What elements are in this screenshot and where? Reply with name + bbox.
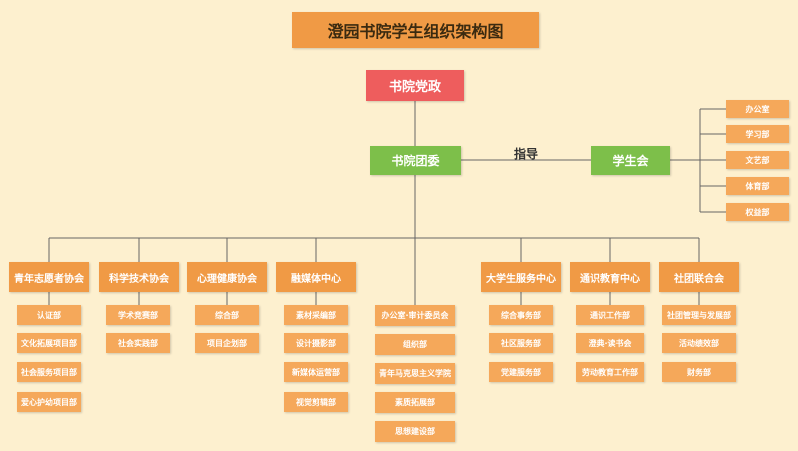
org-mental-health-association: 心理健康协会 [187,262,267,292]
dept-box: 社团管理与发展部 [662,305,736,325]
dept-box: 认证部 [17,305,81,325]
student-union-box: 学生会 [591,146,670,175]
dept-box: 文化拓展项目部 [17,333,81,353]
league-dept-box: 组织部 [375,334,455,355]
student-union-dept: 学习部 [726,125,789,143]
dept-box: 设计摄影部 [284,333,348,353]
league-dept-box: 办公室·审计委员会 [375,305,455,326]
league-dept-box: 素质拓展部 [375,392,455,413]
dept-box: 社会服务项目部 [17,362,81,382]
dept-box: 综合事务部 [489,305,553,325]
dept-box: 项目企划部 [195,333,259,353]
org-club-federation: 社团联合会 [659,262,739,292]
youth-league-box: 书院团委 [370,146,461,175]
dept-box: 社会实践部 [106,333,170,353]
party-committee-box: 书院党政 [366,70,464,101]
league-dept-box: 青年马克思主义学院 [375,363,455,384]
org-volunteer-association: 青年志愿者协会 [9,262,89,292]
dept-box: 素材采编部 [284,305,348,325]
org-student-service-center: 大学生服务中心 [481,262,561,292]
dept-box: 澄典·读书会 [576,333,644,353]
dept-box: 活动绩效部 [662,333,736,353]
student-union-dept: 体育部 [726,177,789,195]
dept-box: 综合部 [195,305,259,325]
student-union-dept: 文艺部 [726,151,789,169]
page-title: 澄园书院学生组织架构图 [292,12,539,48]
org-science-tech-association: 科学技术协会 [99,262,179,292]
org-general-education-center: 通识教育中心 [570,262,650,292]
dept-box: 财务部 [662,362,736,382]
dept-box: 社区服务部 [489,333,553,353]
dept-box: 学术竞赛部 [106,305,170,325]
guide-label: 指导 [514,147,539,161]
dept-box: 新媒体运营部 [284,362,348,382]
dept-box: 通识工作部 [576,305,644,325]
dept-box: 劳动教育工作部 [576,362,644,382]
student-union-dept: 办公室 [726,100,789,118]
dept-box: 爱心护幼项目部 [17,392,81,412]
dept-box: 视觉剪辑部 [284,392,348,412]
org-media-center: 融媒体中心 [276,262,356,292]
student-union-dept: 权益部 [726,203,789,221]
league-dept-box: 思想建设部 [375,421,455,442]
dept-box: 党建服务部 [489,362,553,382]
